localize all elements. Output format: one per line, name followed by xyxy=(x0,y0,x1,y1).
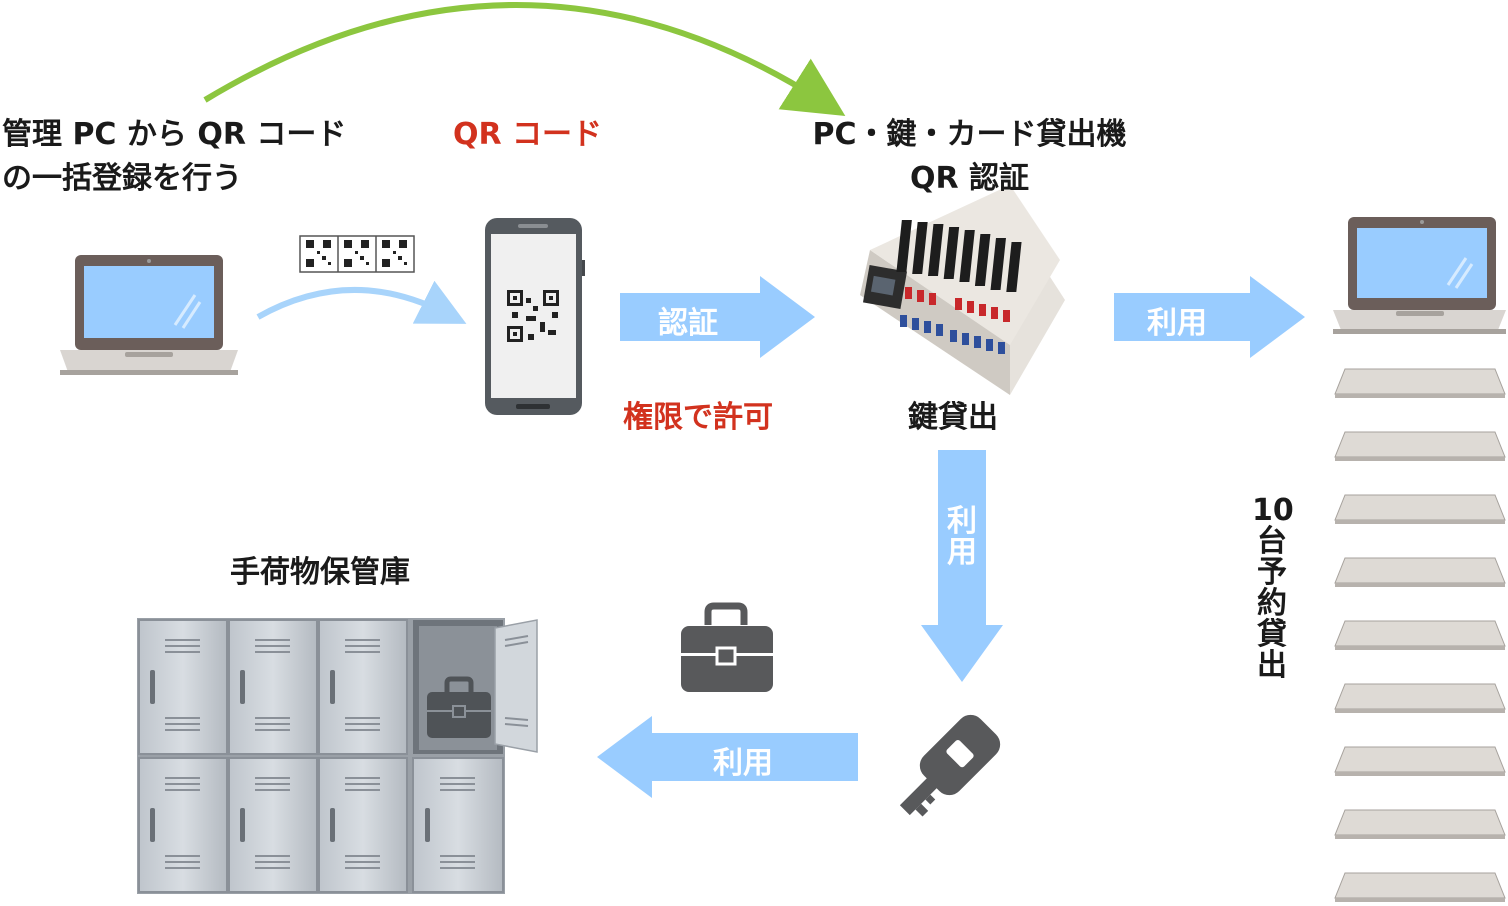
use-arrow-left-label: 利用 xyxy=(713,746,773,781)
use-arrow-right-label: 利用 xyxy=(1147,306,1207,341)
permission-caption: 権限で許可 xyxy=(623,400,773,435)
machine-caption-line1: PC・鍵・カード貸出機 xyxy=(812,117,1127,152)
reservation-caption-char: 貸 xyxy=(1257,617,1287,652)
use-arrow-down-label-char: 用 xyxy=(947,535,977,570)
reservation-caption-char: 約 xyxy=(1257,586,1287,621)
key-cabinet-icon xyxy=(860,185,1065,395)
laptop-stack-icon xyxy=(1334,368,1506,902)
locker-icon xyxy=(137,618,538,894)
registration-caption: 管理 PC から QR コード の一括登録を行う xyxy=(2,113,346,201)
use-arrow-left xyxy=(597,716,858,798)
locker-caption: 手荷物保管庫 xyxy=(230,555,410,590)
reservation-caption-char: 10 xyxy=(1252,493,1294,528)
qr-transfer-arrow xyxy=(256,280,467,324)
use-arrow-right xyxy=(1114,276,1305,358)
reservation-caption: 10 台 予 約 貸 出 xyxy=(1252,493,1294,683)
laptop-icon xyxy=(60,255,238,375)
qr-code-icon xyxy=(299,235,415,273)
machine-caption-line2: QR 認証 xyxy=(909,161,1030,196)
machine-caption: PC・鍵・カード貸出機 QR 認証 xyxy=(797,113,1142,201)
laptop-icon xyxy=(1333,217,1506,334)
use-arrow-down xyxy=(921,450,1003,682)
auth-arrow-label: 認証 xyxy=(658,306,718,341)
registration-caption-line1: 管理 PC から QR コード xyxy=(2,117,347,152)
registration-caption-line2: の一括登録を行う xyxy=(2,161,242,196)
use-arrow-down-label: 利 用 xyxy=(942,506,982,568)
briefcase-icon xyxy=(681,602,773,692)
reservation-caption-char: 出 xyxy=(1257,648,1287,683)
reservation-caption-char: 台 xyxy=(1257,524,1287,559)
key-lending-caption: 鍵貸出 xyxy=(908,400,998,435)
key-icon xyxy=(899,714,1001,817)
briefcase-icon xyxy=(427,676,491,738)
smartphone-icon xyxy=(485,218,585,415)
use-arrow-down-label-char: 利 xyxy=(947,504,977,539)
registration-flow-arrow xyxy=(203,2,846,117)
reservation-caption-char: 予 xyxy=(1257,555,1287,590)
auth-arrow xyxy=(620,276,815,358)
qr-code-caption: QR コード xyxy=(453,117,603,152)
